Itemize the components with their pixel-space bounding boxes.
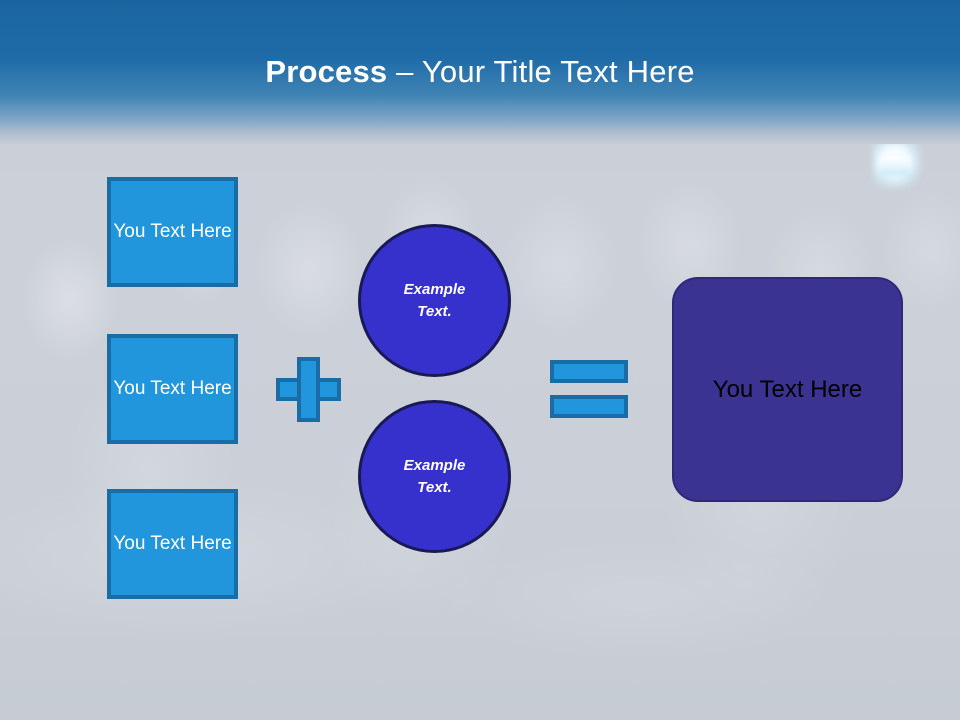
result-box-label: You Text Here (712, 375, 863, 403)
input-box-1[interactable]: You Text Here (107, 177, 238, 287)
equals-bottom-bar (550, 395, 628, 418)
input-box-3-label: You Text Here (113, 533, 232, 554)
plus-operator-icon (276, 357, 341, 422)
example-circle-2[interactable]: Example Text. (358, 400, 511, 553)
example-circle-1[interactable]: Example Text. (358, 224, 511, 377)
input-box-3[interactable]: You Text Here (107, 489, 238, 599)
example-circle-2-line1: Example (403, 456, 466, 474)
example-circle-2-label: Example Text. (404, 455, 466, 499)
example-circle-1-line1: Example (403, 280, 466, 298)
plus-center-patch (301, 382, 316, 397)
input-box-2[interactable]: You Text Here (107, 334, 238, 444)
background-highlight-core (880, 158, 910, 176)
page-title-bold: Process (265, 54, 388, 89)
input-box-2-label: You Text Here (113, 378, 232, 399)
slide-header-banner: Process – Your Title Text Here (0, 0, 960, 144)
page-title-rest: – Your Title Text Here (387, 54, 695, 89)
example-circle-2-line2: Text. (417, 478, 452, 496)
equals-operator-icon (550, 360, 628, 418)
example-circle-1-label: Example Text. (404, 279, 466, 323)
equals-top-bar (550, 360, 628, 383)
example-circle-1-line2: Text. (417, 302, 452, 320)
result-box[interactable]: You Text Here (672, 277, 903, 502)
page-title: Process – Your Title Text Here (0, 52, 960, 92)
input-box-1-label: You Text Here (113, 221, 232, 242)
